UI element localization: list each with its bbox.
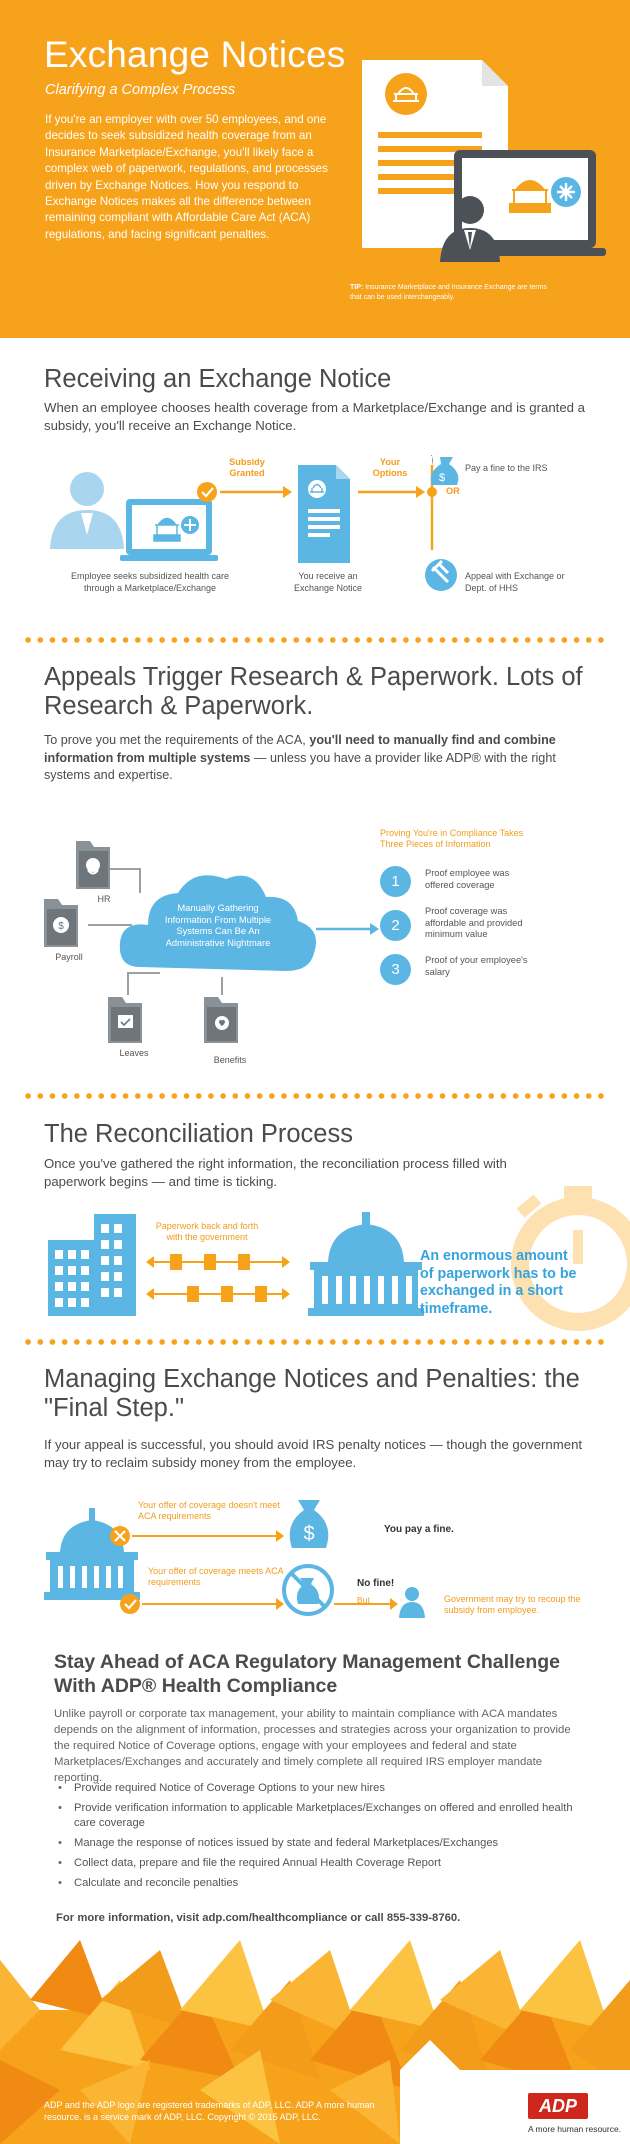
- systems-cloud-diagram: $: [44, 841, 379, 1043]
- proof-item-2: Proof coverage was affordable and provid…: [425, 906, 523, 939]
- compliance-list: Provide required Notice of Coverage Opti…: [58, 1781, 588, 1896]
- receiving-body: When an employee chooses health coverage…: [44, 400, 586, 433]
- cloud-text: Manually Gathering Information From Mult…: [164, 902, 272, 948]
- proof-item-1: Proof employee was offered coverage: [425, 868, 510, 890]
- reconciliation-body: Once you've gathered the right informati…: [44, 1156, 507, 1189]
- divider: [22, 1093, 608, 1099]
- list-item: Collect data, prepare and file the requi…: [58, 1856, 588, 1871]
- list-item: Calculate and reconcile penalties: [58, 1876, 588, 1891]
- section-title-reconciliation: The Reconciliation Process: [44, 1120, 353, 1148]
- tip-note: TIP: Insurance Marketplace and Insurance…: [350, 284, 547, 301]
- folder-label-benefits: Benefits: [213, 1055, 247, 1065]
- fine-option: Pay a fine to the IRS: [465, 463, 548, 473]
- tagline: A more human resource.: [528, 2124, 622, 2134]
- footer-pattern: [0, 1940, 630, 2144]
- final-body: If your appeal is successful, you should…: [44, 1437, 583, 1470]
- folder-label-hr: HR: [97, 894, 111, 904]
- recoup-label: Government may try to recoup the subsidy…: [444, 1594, 581, 1615]
- svg-text:$: $: [58, 921, 64, 932]
- svg-text:$: $: [303, 1523, 314, 1545]
- your-options-label: Your Options: [372, 457, 408, 478]
- list-item: Provide verification information to appl…: [58, 1801, 588, 1831]
- list-item: Provide required Notice of Coverage Opti…: [58, 1781, 588, 1796]
- employee-caption: Employee seeks subsidized health care th…: [70, 571, 230, 593]
- proof-item-3: Proof of your employee's salary: [425, 955, 528, 977]
- intro-text: If you're an employer with over 50 emplo…: [45, 113, 328, 241]
- page-subtitle: Clarifying a Complex Process: [45, 82, 236, 98]
- folder-label-payroll: Payroll: [55, 952, 83, 962]
- legal-notice: ADP and the ADP logo are registered trad…: [44, 2100, 375, 2122]
- page-title: Exchange Notices: [44, 34, 346, 75]
- pay-fine-label: You pay a fine.: [384, 1524, 454, 1535]
- or-label: OR: [446, 486, 460, 496]
- more-info-link[interactable]: For more information, visit adp.com/heal…: [56, 1912, 461, 1924]
- final-step-diagram: $: [44, 1500, 425, 1618]
- notice-laptop-illustration: [362, 60, 606, 262]
- meets-label: Your offer of coverage meets ACA require…: [148, 1566, 284, 1587]
- paperwork-caption: Paperwork back and forth with the govern…: [155, 1221, 259, 1242]
- section-title-final: Managing Exchange Notices and Penalties:…: [44, 1365, 580, 1422]
- proving-title: Proving You're in Compliance Takes Three…: [380, 828, 524, 849]
- divider: [22, 637, 608, 643]
- step-number-1: 1: [380, 866, 411, 897]
- adp-logo: ADP: [528, 2093, 588, 2119]
- stay-ahead-body: Unlike payroll or corporate tax manageme…: [54, 1708, 571, 1784]
- paperwork-exchange-diagram: [48, 1212, 424, 1316]
- appeal-option: Appeal with Exchange or Dept. of HHS: [465, 571, 565, 593]
- no-fine-label: No fine!: [357, 1578, 395, 1589]
- svg-text:$: $: [439, 472, 445, 484]
- section-title-receiving: Receiving an Exchange Notice: [44, 365, 392, 393]
- stay-ahead-title: Stay Ahead of ACA Regulatory Management …: [54, 1651, 561, 1697]
- receive-caption: You receive an Exchange Notice: [293, 571, 363, 593]
- step-number-2: 2: [380, 910, 411, 941]
- step-number-3: 3: [380, 954, 411, 985]
- hero-banner: Exchange Notices Clarifying a Complex Pr…: [0, 0, 630, 338]
- list-item: Manage the response of notices issued by…: [58, 1836, 588, 1851]
- not-meet-label: Your offer of coverage doesn't meet ACA …: [138, 1500, 280, 1521]
- stopwatch-icon: [511, 1186, 630, 1331]
- subsidy-granted-label: Subsidy Granted: [229, 457, 265, 478]
- paperwork-callout: An enormous amount of paperwork has to b…: [420, 1248, 577, 1317]
- appeals-body: To prove you met the requirements of the…: [44, 733, 556, 782]
- exchange-notice-flow: $: [50, 455, 459, 591]
- folder-label-leaves: Leaves: [119, 1048, 149, 1058]
- divider: [22, 1339, 608, 1345]
- but-label: But: [357, 1595, 370, 1605]
- section-title-appeals: Appeals Trigger Research & Paperwork. Lo…: [44, 663, 583, 720]
